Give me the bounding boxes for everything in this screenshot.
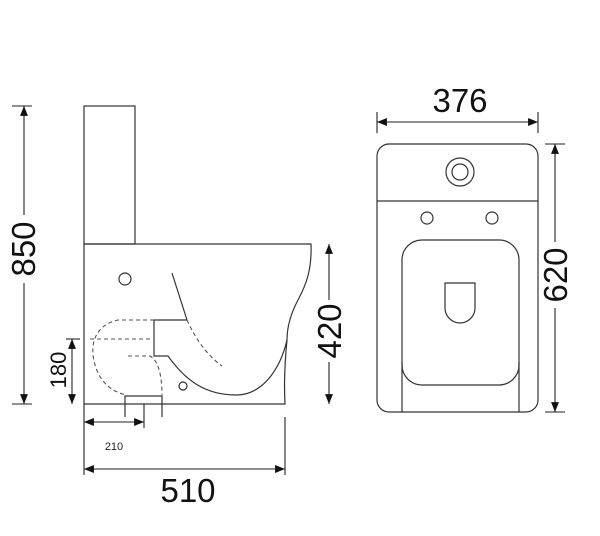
pan-body-side xyxy=(83,243,312,405)
bowl-inner-hidden xyxy=(186,319,223,367)
seat-hinge-hole xyxy=(420,211,434,225)
dim-510-label: 510 xyxy=(160,472,215,509)
dim-210-label: 210 xyxy=(105,441,123,453)
pan-outline-top xyxy=(376,143,539,413)
seat-hinge-hole xyxy=(485,211,499,225)
dim-376-label: 376 xyxy=(432,82,487,119)
cistern-side xyxy=(83,105,136,245)
seat-outline xyxy=(401,239,520,386)
trap-inner-hidden xyxy=(128,355,163,396)
fixing-hole xyxy=(118,272,132,286)
outlet-bowl-contour xyxy=(153,319,288,396)
bowl-inner-line xyxy=(171,272,188,321)
trap-outer-hidden xyxy=(92,319,154,396)
dim-180-label: 180 xyxy=(46,352,71,389)
bowl-outlet-top xyxy=(444,282,476,324)
floor-fixing-hole xyxy=(178,381,188,391)
flush-button-icon xyxy=(445,157,475,187)
seat-side-lines xyxy=(401,362,520,412)
side-view: 850 180 420 210 510 xyxy=(5,105,348,509)
dim-420-label: 420 xyxy=(311,303,348,358)
top-view: 376 620 xyxy=(376,82,574,413)
outlet-pipe xyxy=(124,395,163,417)
dim-850-label: 850 xyxy=(5,221,42,276)
flush-button-inner xyxy=(451,163,469,181)
dim-620-label: 620 xyxy=(537,247,574,302)
